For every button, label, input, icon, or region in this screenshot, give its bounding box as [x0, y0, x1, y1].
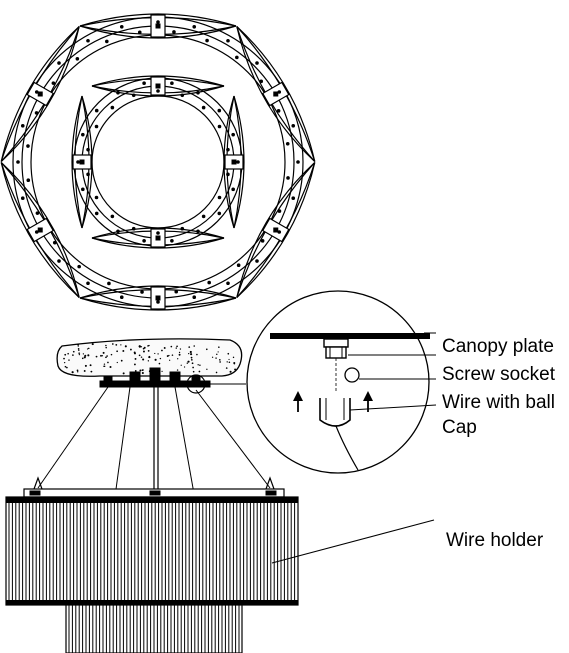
frame-top-view — [0, 13, 316, 311]
label-wire-with-ball: Wire with ball — [442, 392, 555, 413]
ceiling-texture — [63, 343, 237, 375]
outer-ring-segments — [0, 13, 316, 311]
power-cord — [153, 381, 159, 500]
label-canopy-plate: Canopy plate — [442, 336, 554, 357]
canopy-plate-bar — [99, 380, 211, 388]
label-screw-socket: Screw socket — [442, 364, 555, 385]
label-cap: Cap — [442, 417, 477, 438]
attachment-detail-inset — [246, 290, 430, 474]
leader-lines — [271, 332, 437, 564]
inner-ring-segments — [71, 75, 245, 249]
label-wire-holder: Wire holder — [446, 530, 544, 551]
fixture-side-view — [5, 338, 299, 653]
ring-brackets — [26, 14, 290, 310]
rivet-dots — [16, 20, 300, 304]
